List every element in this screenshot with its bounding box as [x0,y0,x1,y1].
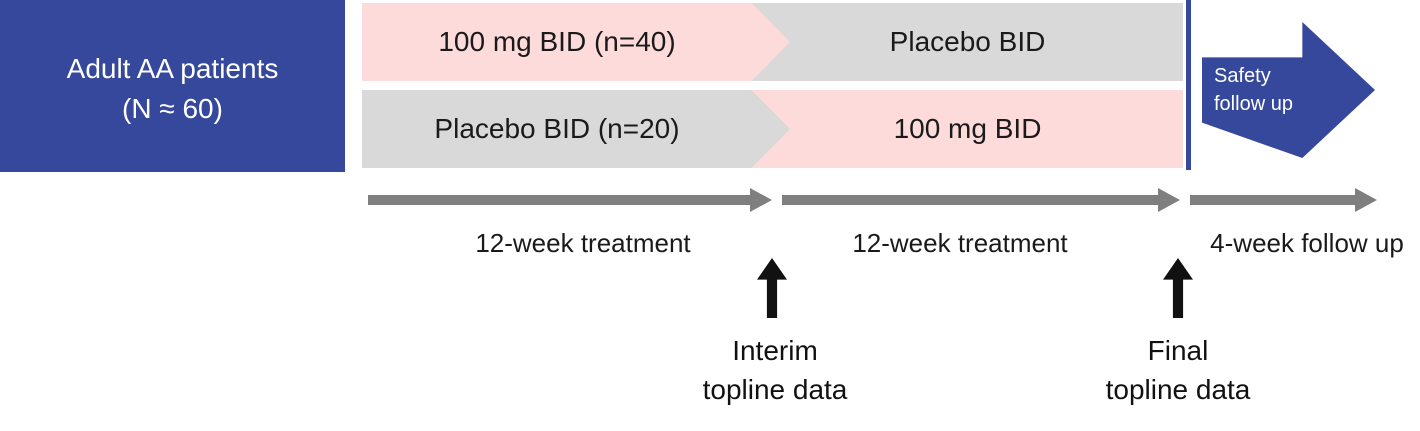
population-box: Adult AA patients (N ≈ 60) [0,0,345,172]
timeline-arrow-phase2-icon [782,188,1180,212]
safety-line2: follow up [1214,93,1293,115]
treatment-row-2: 100 mg BID Placebo BID (n=20) [362,90,1183,168]
row2-second-period-box: 100 mg BID [752,90,1183,168]
treatment-end-divider [1186,0,1191,170]
timeline-arrow-phase3-icon [1190,188,1377,212]
interim-milestone-arrow-icon [757,258,787,318]
phase1-label: 12-week treatment [475,228,691,258]
timeline-arrow-phase1-icon [368,188,772,212]
row1-second-period-label: Placebo BID [889,26,1046,57]
row2-first-period-label: Placebo BID (n=20) [434,113,680,144]
phase2-label: 12-week treatment [852,228,1068,258]
safety-follow-up-label: Safety follow up [1214,22,1334,158]
population-line2: (N ≈ 60) [122,93,223,124]
final-line2: topline data [1105,374,1251,405]
phase3-label: 4-week follow up [1210,228,1404,258]
row2-first-period-arrow: Placebo BID (n=20) [362,90,790,168]
final-milestone-arrow-icon [1163,258,1193,318]
interim-line1: Interim [732,335,818,366]
population-line1: Adult AA patients [66,53,279,84]
row1-first-period-arrow: 100 mg BID (n=40) [362,3,790,81]
interim-line2: topline data [702,374,848,405]
treatment-row-1: Placebo BID 100 mg BID (n=40) [362,3,1183,81]
final-milestone-label: Final topline data [1048,331,1308,409]
interim-milestone-label: Interim topline data [645,331,905,409]
safety-line1: Safety [1214,65,1271,87]
final-line1: Final [1147,335,1209,366]
row1-second-period-box: Placebo BID [752,3,1183,81]
row2-second-period-label: 100 mg BID [893,113,1042,144]
row1-first-period-label: 100 mg BID (n=40) [438,26,676,57]
